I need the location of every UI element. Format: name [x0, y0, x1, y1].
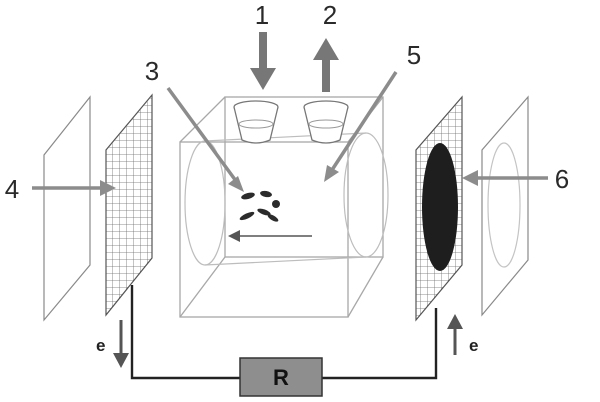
callout-arrow-6	[462, 170, 548, 186]
outflow-arrow	[313, 38, 339, 92]
left-plate	[43, 95, 91, 322]
left-mesh-electrode	[105, 93, 153, 317]
electron-label-right: e	[469, 336, 478, 355]
callout-arrow-3	[166, 86, 244, 192]
label-1: 1	[255, 0, 269, 30]
callout-arrow-5	[324, 71, 398, 182]
label-6: 6	[555, 164, 569, 194]
callout-arrow-4	[32, 180, 116, 196]
resistor: R	[239, 357, 323, 397]
outlet-cup	[303, 100, 349, 144]
external-circuit	[130, 285, 438, 380]
label-2: 2	[323, 0, 337, 30]
inflow-arrow	[250, 32, 276, 90]
electron-arrow-right	[447, 314, 463, 355]
bacteria-cluster	[239, 190, 280, 222]
chamber-box	[179, 96, 384, 318]
right-plate	[481, 95, 529, 317]
electron-label-left: e	[96, 336, 105, 355]
membrane-disc	[422, 143, 458, 271]
electron-arrow-left	[113, 320, 129, 368]
label-4: 4	[5, 174, 19, 204]
label-5: 5	[407, 40, 421, 70]
inlet-cup	[233, 100, 279, 144]
label-3: 3	[145, 56, 159, 86]
flow-arrow	[228, 230, 312, 242]
svg-text:R: R	[273, 365, 289, 390]
